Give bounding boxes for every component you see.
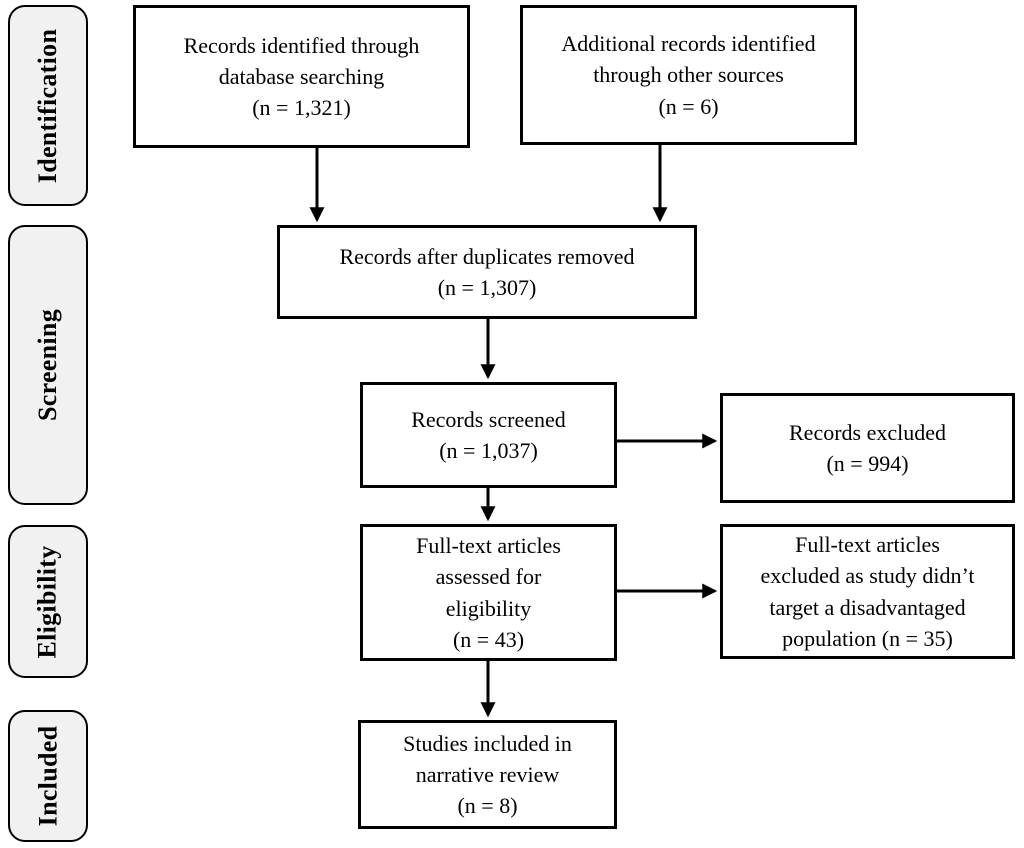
stage-eligibility-label: Eligibility (33, 544, 63, 659)
stage-eligibility: Eligibility (8, 525, 88, 678)
node-additional-records: Additional records identified through ot… (520, 5, 857, 145)
node-fulltext-excluded: Full-text articles excluded as study did… (720, 524, 1015, 659)
node-fulltext-assessed-text: Full-text articles assessed for eligibil… (416, 533, 561, 652)
node-studies-included-text: Studies included in narrative review (n … (403, 730, 572, 819)
node-after-duplicates-text: Records after duplicates removed (n = 1,… (339, 243, 635, 300)
stage-identification: Identification (8, 5, 88, 206)
stage-included: Included (8, 710, 88, 842)
node-records-identified: Records identified through database sear… (133, 5, 470, 148)
stage-screening-label: Screening (33, 309, 62, 421)
node-records-identified-text: Records identified through database sear… (183, 32, 420, 121)
node-after-duplicates: Records after duplicates removed (n = 1,… (277, 225, 697, 319)
node-records-excluded: Records excluded (n = 994) (720, 393, 1015, 503)
node-records-screened: Records screened (n = 1,037) (360, 382, 617, 488)
node-fulltext-excluded-text: Full-text articles excluded as study did… (760, 532, 975, 651)
node-fulltext-assessed: Full-text articles assessed for eligibil… (360, 524, 617, 661)
stage-screening: Screening (8, 225, 88, 505)
stage-included-label: Included (33, 725, 63, 827)
stage-identification-label: Identification (33, 28, 62, 183)
node-records-excluded-text: Records excluded (n = 994) (789, 419, 946, 476)
node-additional-records-text: Additional records identified through ot… (561, 31, 816, 119)
node-studies-included: Studies included in narrative review (n … (358, 720, 617, 829)
node-records-screened-text: Records screened (n = 1,037) (411, 406, 566, 463)
